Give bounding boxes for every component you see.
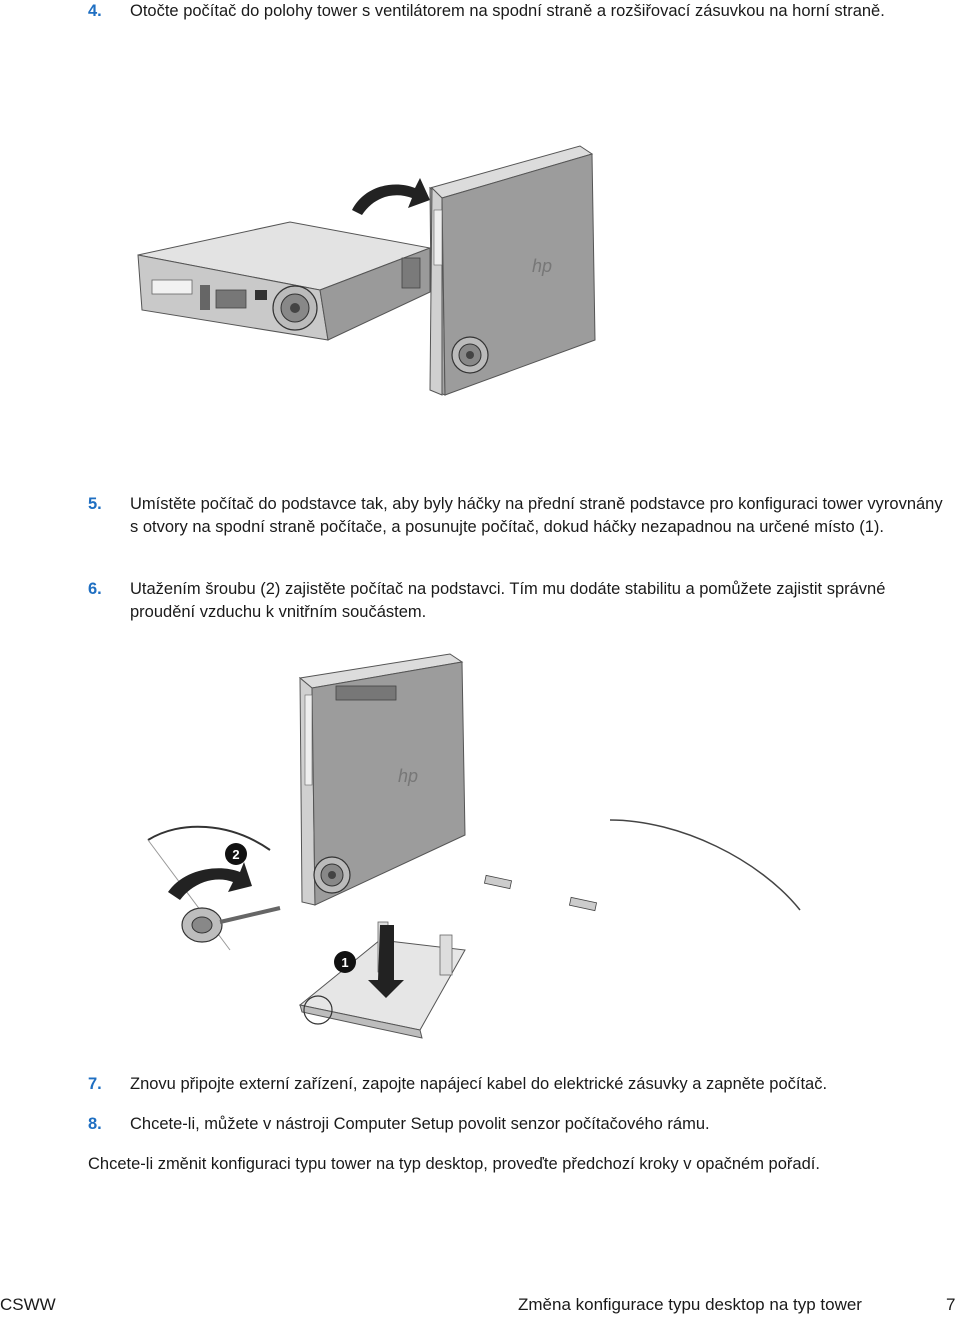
- step-4: 4. Otočte počítač do polohy tower s vent…: [88, 0, 948, 23]
- step-number: 8.: [88, 1115, 102, 1133]
- step-text: Umístěte počítač do podstavce tak, aby b…: [130, 495, 943, 536]
- down-arrow-icon: [368, 925, 404, 998]
- step-8: 8. Chcete-li, můžete v nástroji Computer…: [88, 1113, 948, 1136]
- step-number: 6.: [88, 580, 102, 598]
- desktop-computer-illustration: [137, 221, 432, 341]
- step-number: 4.: [88, 2, 102, 20]
- hooks-detail-illustration: [483, 819, 801, 912]
- footer-left: CSWW: [0, 1295, 56, 1314]
- rotate-arrow-icon: [168, 862, 252, 900]
- figure-tower-stand: hp 2 1: [147, 653, 801, 1039]
- callout-1-label: 1: [341, 955, 348, 970]
- callout-2-icon: [225, 843, 247, 865]
- closing-paragraph: Chcete-li změnit konfiguraci typu tower …: [88, 1155, 820, 1173]
- brand-logo: hp: [398, 766, 418, 786]
- step-5: 5. Umístěte počítač do podstavce tak, ab…: [88, 493, 948, 539]
- step-6: 6. Utažením šroubu (2) zajistěte počítač…: [88, 578, 948, 624]
- callout-2-label: 2: [232, 847, 239, 862]
- figure-rotate-to-tower: hp: [137, 145, 596, 396]
- step-number: 5.: [88, 495, 102, 513]
- step-text: Chcete-li, můžete v nástroji Computer Se…: [130, 1115, 710, 1133]
- thumbscrew-illustration: [181, 906, 281, 943]
- tower-computer-illustration: hp: [428, 145, 596, 396]
- page-number: 7: [946, 1295, 956, 1314]
- step-text: Otočte počítač do polohy tower s ventilá…: [130, 2, 885, 20]
- tower-computer-illustration: hp: [298, 653, 466, 906]
- callout-1-icon: [334, 951, 356, 973]
- step-text: Znovu připojte externí zařízení, zapojte…: [130, 1075, 828, 1093]
- rotate-arrow-icon: [352, 178, 430, 215]
- step-number: 7.: [88, 1075, 102, 1093]
- footer-title: Změna konfigurace typu desktop na typ to…: [518, 1295, 862, 1314]
- brand-logo: hp: [532, 256, 552, 276]
- step-7: 7. Znovu připojte externí zařízení, zapo…: [88, 1073, 948, 1096]
- step-text: Utažením šroubu (2) zajistěte počítač na…: [130, 580, 886, 621]
